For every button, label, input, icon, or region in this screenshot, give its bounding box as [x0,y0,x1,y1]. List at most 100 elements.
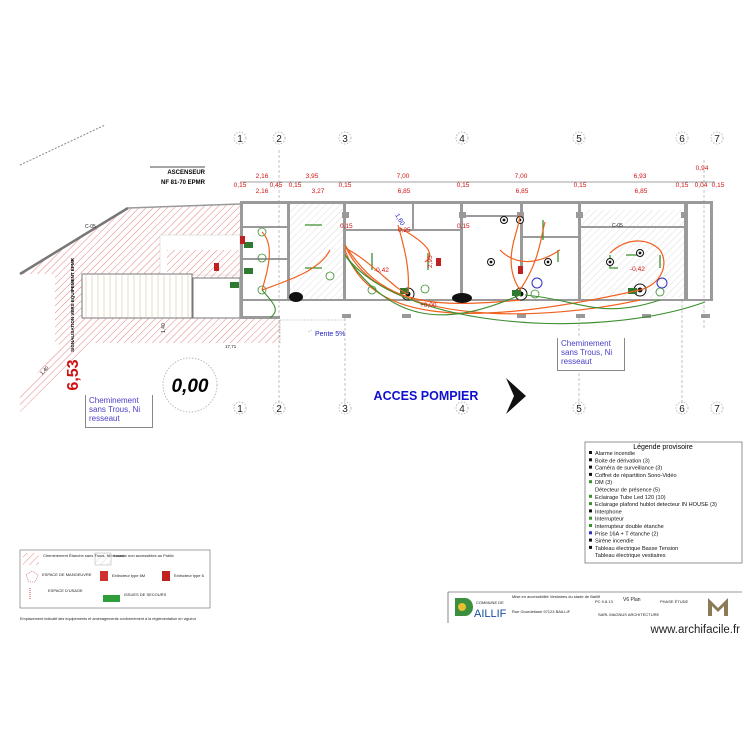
legend-item: ESPACE DE MANOEUVRE [42,572,92,577]
dimension-value: 6,85 [635,188,648,195]
grid-axis-label: 6 [679,134,685,145]
dimension-value: 0,15 [289,182,302,189]
siren-icon [656,277,668,289]
extinguisher-icon [518,266,523,274]
level-main: 0,00 [172,376,209,397]
dimension-value: 6,93 [634,173,647,180]
extinguisher-icon [214,263,219,271]
legend-item: Tableau électrique Basse Tension [589,545,678,552]
extinguisher-icon [240,236,245,244]
grid-axis-label: 4 [459,134,465,145]
light-hublot-icon [544,258,552,266]
grid-axis-6: 6 [675,131,689,145]
legend-item: Extincteur type 6M [112,573,145,578]
grid-axis-2: 2 [272,131,286,145]
dimension-value: 3,27 [312,188,325,195]
level-mark: 0,25 [398,227,411,234]
light-hublot-icon [500,216,508,224]
legend-symbol-icon [589,524,592,527]
legend-item-label: Tableau électrique vestiaires [595,553,666,559]
project-name: Mise en accessibilité Vestiaires du stad… [512,594,601,599]
dimension-value: 0,15 [457,182,470,189]
legend-item: Tableau électrique vestiaires [595,553,666,559]
signage-label: SIGNALISATION VERS EQUIPEMENT EPMR [70,257,75,351]
firm-name: SARL MAGNUS ARCHITECTURE [598,612,660,617]
access-label: ACCES POMPIER [374,389,479,403]
legend-item-label: Eclairage plafond hublot detecteur IN HO… [595,502,717,508]
dimension-value: 0,15 [574,182,587,189]
legend-symbol-icon [589,480,592,484]
light-hublot-icon [487,258,495,266]
legend-footnote: Emplacement indicatif des équipements et… [20,617,197,621]
grid-axis-label: 7 [714,134,720,145]
legend-item: Extincteur type 6 [174,573,205,578]
presence-detector-icon [257,285,267,295]
phase: PHASE ÉTUDE [660,599,689,604]
legend-item: Cheminement Étanche sans Trous, Ni ressa… [43,553,125,558]
legend-item: Sirène incendie [589,538,634,545]
level-mark: 1,40 [161,323,167,333]
boundary-wall [19,206,129,276]
legend-symbol-icon [589,516,592,520]
grid-axis-label: 5 [576,134,582,145]
grid-axis-label: 3 [342,404,348,415]
exit-sign-icon [628,288,637,294]
legend-item-label: Interphone [595,509,622,515]
grid-axis-label: 6 [679,404,685,415]
light-hublot-icon [606,258,614,266]
level-mark: -0,42 [374,267,389,274]
note-line: resseaut [89,414,120,423]
note-line: Cheminement [561,339,611,348]
grid-axis-5: 5 [572,131,586,145]
legend-item-label: Tableau électrique Basse Tension [595,546,678,552]
legend-symbol-icon [589,502,592,506]
extinguisher-icon [162,571,170,581]
legend-symbol-icon [589,451,592,454]
wiring-green [261,254,706,325]
level-mark: 0,15 [340,223,353,230]
grid-axis-label: 7 [714,404,720,415]
title-block: COMMUNE DE AILLIF Mise en accessibilité … [447,591,742,636]
legend-item: Eclairage Tube Led 120 (10) [589,494,666,501]
grid-axis-label: 3 [342,134,348,145]
watermark: www.archifacile.fr [650,624,741,636]
legend-symbol-icon [589,472,592,476]
dimension-value: 0,94 [696,165,709,172]
dimension-row-2: 0,15 0,45 0,15 0,15 0,15 0,15 0,15 0,04 … [234,182,725,189]
grid-axes-top: 1 2 3 4 5 6 7 [233,131,724,145]
legend-item-label: Interrupteur double étanche [595,524,664,530]
legend-item: Détecteur de présence (5) [595,488,660,494]
legend-symbol-icon [589,458,592,462]
grid-axis-label: 4 [459,404,465,415]
property-line [19,124,106,166]
level-side: 6,53 [65,359,82,390]
dimension-value: 7,00 [397,173,410,180]
extinguisher-icon [100,571,108,581]
light-hublot-icon [636,249,644,257]
emergency-exit-icon [103,595,120,602]
legend-item: Interphone [589,509,622,515]
dimension-row-1: 2,16 3,95 7,00 7,00 6,93 0,94 [256,165,709,180]
dimension-value: 7,00 [515,173,528,180]
extinguisher-icon [436,258,441,266]
legend-item: Boite de dérivation (3) [589,458,650,464]
exit-sign-icon [244,268,253,274]
elevator-norm: NF 81-70 EPMR [161,180,206,186]
legend-symbol-icon [589,465,592,469]
legend-item: Eclairage plafond hublot detecteur IN HO… [589,502,717,508]
legend-item: Caméra de surveillance (3) [589,465,662,472]
legend-item-label: Sirène incendie [595,539,634,545]
grid-axis-label: 1 [237,404,243,415]
legend-item-label: DM (3) [595,480,612,486]
legend-item-label: Coffret de répartition Sono-Vidéo [595,473,677,479]
route-note-left: Cheminement sans Trous, Ni resseaut [85,395,153,428]
org-prefix: COMMUNE DE [476,600,504,605]
wiring-orange [261,214,665,315]
level-mark: -0,42 [630,266,645,273]
plant-icon [289,292,303,302]
grid-axis-1: 1 [233,131,247,145]
legend-item: Prise 16A + T étanche (2) [589,531,659,537]
level-mark: 0,15 [457,223,470,230]
grid-axis-1: 1 [233,401,247,415]
access-arrow-icon [506,378,526,414]
